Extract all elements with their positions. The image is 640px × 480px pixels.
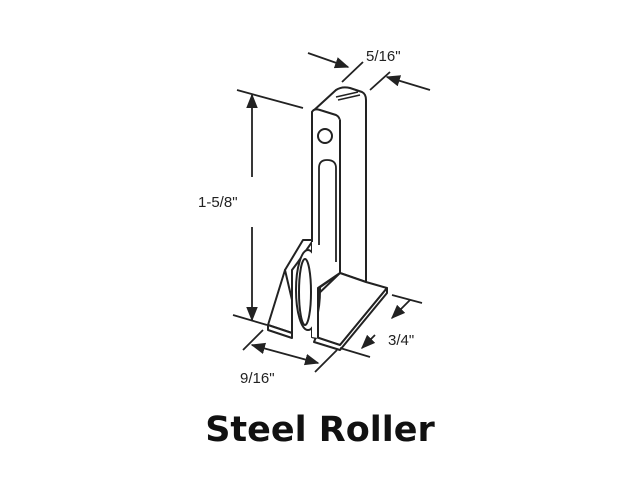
roller-part: [267, 86, 388, 351]
dimension-label-width-top: 5/16": [366, 48, 401, 65]
product-title: Steel Roller: [205, 410, 435, 450]
dimension-label-height: 1-5/8": [198, 194, 238, 211]
mount-hole: [317, 128, 333, 144]
dimension-label-depth: 3/4": [388, 332, 415, 349]
slot: [318, 159, 337, 262]
dimension-label-width-base: 9/16": [240, 370, 275, 387]
dimension-lines: [232, 52, 431, 373]
